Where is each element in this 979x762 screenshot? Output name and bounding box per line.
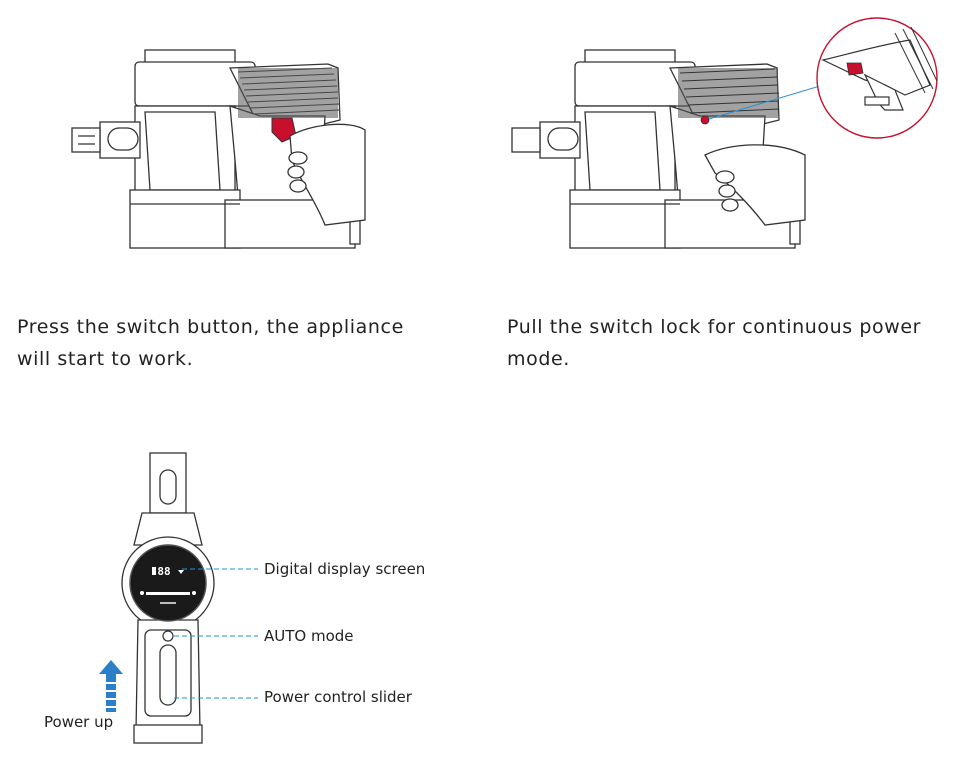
caption-line: Press the switch button, the appliance <box>17 316 404 338</box>
vacuum-switch-lock-illustration <box>511 17 938 249</box>
power-up-arrow-icon <box>99 660 123 712</box>
caption-line: mode. <box>507 348 570 370</box>
power-slider-label: Power control slider <box>264 688 412 706</box>
auto-mode-label: AUTO mode <box>264 627 354 645</box>
power-up-label: Power up <box>44 713 114 731</box>
digital-display-label: Digital display screen <box>264 560 426 578</box>
vacuum-controls-illustration: 88 <box>121 452 258 744</box>
vacuum-press-switch-illustration <box>71 49 366 249</box>
caption-switch-lock: Pull the switch lock for continuous powe… <box>507 311 921 375</box>
caption-line: will start to work. <box>17 348 194 370</box>
caption-press-switch: Press the switch button, the appliance w… <box>17 311 404 375</box>
caption-line: Pull the switch lock for continuous powe… <box>507 316 922 338</box>
display-readout: 88 <box>157 565 170 578</box>
